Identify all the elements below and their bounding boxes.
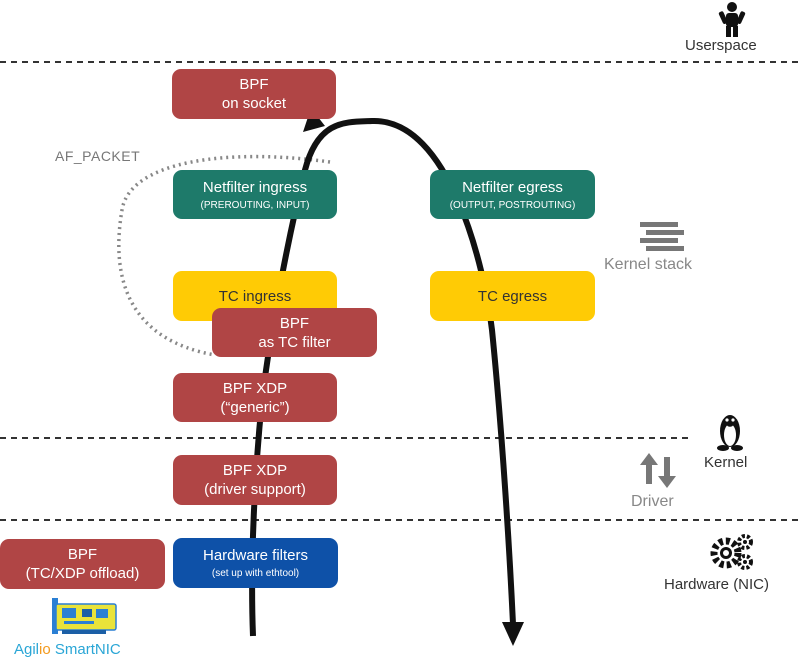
bpf-tc-filter-box: BPF as TC filter <box>212 308 377 357</box>
bpf-xdp-driver-box: BPF XDP (driver support) <box>173 455 337 505</box>
tc-ingress-label: TC ingress <box>218 287 292 305</box>
agilio-smartnic-brand: Agilio SmartNIC <box>14 641 121 658</box>
bpf-xdp-generic-line2: (“generic”) <box>220 398 290 416</box>
brand-part2: io <box>39 641 51 658</box>
bpf-xdp-driver-line1: BPF XDP <box>222 462 288 479</box>
bpf-offload-box: BPF (TC/XDP offload) <box>0 539 165 589</box>
bpf-tc-filter-line1: BPF <box>279 314 310 332</box>
egress-arrowhead <box>502 622 524 646</box>
driver-label: Driver <box>631 493 674 510</box>
bpf-xdp-generic-box: BPF XDP (“generic”) <box>173 373 337 422</box>
hardware-filters-box: Hardware filters (set up with ethtool) <box>173 538 338 588</box>
tc-egress-label: TC egress <box>477 287 548 305</box>
nic-card-icon <box>52 598 117 634</box>
netfilter-egress-hooks: (OUTPUT, POSTROUTING) <box>449 199 576 211</box>
bpf-xdp-generic-line1: BPF XDP <box>222 379 288 397</box>
netfilter-egress-title: Netfilter egress <box>462 178 563 196</box>
bpf-tc-filter-line2: as TC filter <box>258 333 331 351</box>
kernel-label: Kernel <box>704 454 748 471</box>
hardware-filters-note: (set up with ethtool) <box>211 568 300 579</box>
netfilter-ingress-box: Netfilter ingress (PREROUTING, INPUT) <box>173 170 337 219</box>
netfilter-ingress-hooks: (PREROUTING, INPUT) <box>200 199 310 211</box>
bpf-offload-line1: BPF <box>67 546 98 563</box>
bpf-on-socket-box: BPF on socket <box>172 69 336 119</box>
netfilter-egress-box: Netfilter egress (OUTPUT, POSTROUTING) <box>430 170 595 219</box>
packet-flow-arrow <box>249 117 516 637</box>
tc-egress-box: TC egress <box>430 271 595 321</box>
penguin-icon <box>717 415 743 451</box>
hardware-filters-title: Hardware filters <box>202 547 309 564</box>
netfilter-ingress-title: Netfilter ingress <box>202 178 308 196</box>
brand-part3: SmartNIC <box>50 641 121 658</box>
bpf-on-socket-line2: on socket <box>221 95 287 112</box>
person-icon <box>718 2 746 37</box>
hardware-label: Hardware (NIC) <box>664 576 770 593</box>
af-packet-path <box>117 154 331 357</box>
gears-icon <box>710 534 753 570</box>
bpf-offload-line2: (TC/XDP offload) <box>25 565 140 582</box>
stack-icon <box>640 222 684 251</box>
updown-arrows-icon <box>640 453 676 488</box>
af-packet-label: AF_PACKET <box>55 148 141 164</box>
bpf-xdp-driver-line2: (driver support) <box>204 481 306 498</box>
kernel-stack-label: Kernel stack <box>604 256 693 273</box>
ingress-arrowhead <box>303 108 325 132</box>
brand-part1: Agil <box>14 641 40 658</box>
bpf-on-socket-line1: BPF <box>239 76 269 93</box>
userspace-label: Userspace <box>685 37 757 54</box>
